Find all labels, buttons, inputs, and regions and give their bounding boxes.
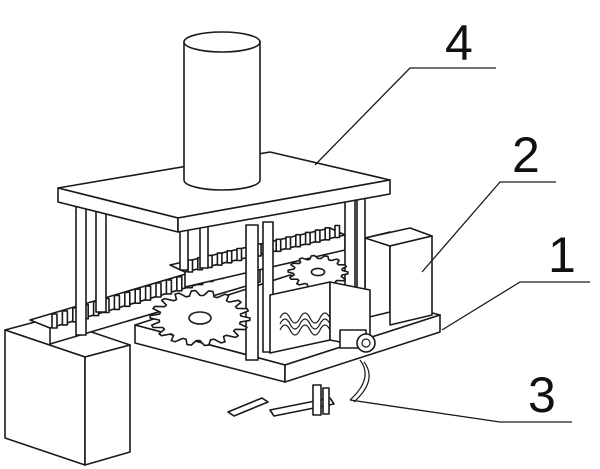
top-cylinder bbox=[183, 31, 261, 191]
label-2: 2 bbox=[512, 127, 540, 183]
spring-mechanism bbox=[269, 281, 376, 354]
leader-lines bbox=[314, 67, 590, 423]
rear-side-plate bbox=[364, 227, 433, 326]
label-3: 3 bbox=[528, 367, 556, 423]
gear-left bbox=[149, 289, 251, 347]
gear-right bbox=[287, 254, 349, 290]
label-1: 1 bbox=[548, 227, 576, 283]
guide-columns bbox=[75, 195, 366, 361]
label-4: 4 bbox=[445, 15, 473, 71]
left-block bbox=[4, 317, 131, 466]
bottom-latch bbox=[227, 359, 370, 417]
